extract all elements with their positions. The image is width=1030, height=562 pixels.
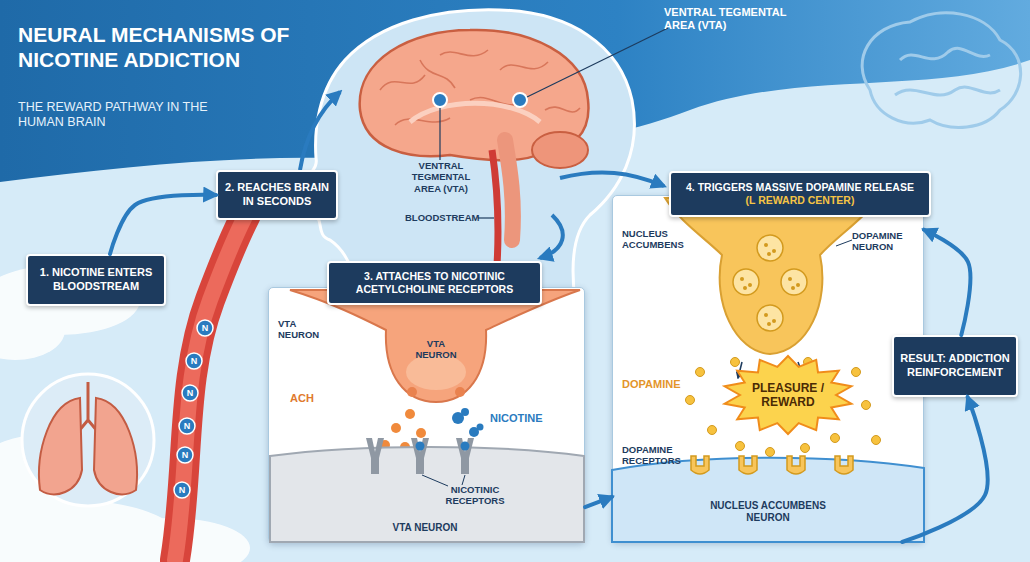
illustration-part xyxy=(177,447,193,463)
illustration-part xyxy=(545,107,580,112)
neuron-label: DOPAMINE NEURON xyxy=(852,230,920,253)
region-label: VENTRAL TEGMENTAL AREA (VTA) xyxy=(664,6,804,32)
molecule-letter: N xyxy=(179,418,195,434)
illustration-part xyxy=(527,28,668,97)
flow-arrow xyxy=(585,497,612,507)
molecule-letter: N xyxy=(177,447,193,463)
vessel-label: BLOODSTREAM xyxy=(405,212,485,223)
receptor-label: DOPAMINE RECEPTORS xyxy=(622,444,702,467)
diagram-subtitle: THE REWARD PATHWAY IN THE HUMAN BRAIN xyxy=(18,100,253,130)
region-label: VENTRAL TEGMENTAL AREA (VTA) xyxy=(398,160,484,194)
neuron-label: VTA NEURON xyxy=(406,338,466,361)
step-text: 3. ATTACHES TO NICOTINIC ACETYLCHOLINE R… xyxy=(334,270,535,296)
step-text: (L REWARD CENTER) xyxy=(746,194,855,207)
step-text: 2. REACHES BRAIN IN SECONDS xyxy=(224,181,330,209)
molecule-label: NICOTINE xyxy=(490,412,570,425)
illustration-part xyxy=(420,60,455,88)
illustration-part xyxy=(0,300,65,360)
illustration-part xyxy=(174,482,190,498)
step-header: 4. TRIGGERS MASSIVE DOPAMINE RELEASE(L R… xyxy=(669,171,931,217)
neuron-label: VTA NEURON xyxy=(360,522,490,534)
illustration-part xyxy=(862,13,1021,128)
illustration-part xyxy=(300,92,340,170)
head-silhouette xyxy=(303,10,634,300)
illustration-part xyxy=(380,75,425,90)
faint-brain-icon xyxy=(862,13,1021,128)
illustration-part xyxy=(395,118,450,125)
illustration-part xyxy=(505,140,513,240)
illustration-part xyxy=(175,205,250,560)
illustration-part xyxy=(532,132,588,168)
step-box: 2. REACHES BRAIN IN SECONDS xyxy=(216,170,338,220)
flow-arrow xyxy=(110,195,216,254)
molecule-label: ACH xyxy=(290,392,330,405)
illustration-part xyxy=(478,217,494,218)
illustration-part xyxy=(560,172,664,186)
step-text: RESULT: ADDICTION REINFORCEMENT xyxy=(900,352,1010,380)
leader-line xyxy=(440,28,668,218)
molecule-letter: N xyxy=(186,353,202,369)
flow-arrow xyxy=(924,230,970,335)
molecule-label: DOPAMINE xyxy=(622,378,702,391)
neuron-label: VTA NEURON xyxy=(278,318,324,341)
diagram-title: NEURAL MECHANISMS OF NICOTINE ADDICTION xyxy=(18,22,343,72)
illustration-part xyxy=(439,108,440,160)
illustration-part xyxy=(540,215,563,258)
illustration-part xyxy=(197,320,213,336)
brain-illustration xyxy=(360,30,589,280)
step-text: 4. TRIGGERS MASSIVE DOPAMINE RELEASE xyxy=(686,181,914,194)
receptor-label: NICOTINIC RECEPTORS xyxy=(430,484,520,507)
molecule-letter: N xyxy=(174,482,190,498)
illustration-part xyxy=(440,50,488,56)
step-header: 3. ATTACHES TO NICOTINIC ACETYLCHOLINE R… xyxy=(327,261,542,305)
starburst-outline xyxy=(725,356,852,434)
illustration-part xyxy=(175,205,250,560)
nicotine-molecule xyxy=(174,320,213,498)
reward-starburst: PLEASURE / REWARD xyxy=(723,356,853,434)
illustration-part xyxy=(380,50,580,125)
blood-vessel xyxy=(175,205,250,560)
molecule-letter: N xyxy=(197,320,213,336)
region-label: NUCLEUS ACCUMBENS xyxy=(622,228,702,251)
reward-text: PLEASURE / REWARD xyxy=(745,381,831,410)
illustration-part xyxy=(22,374,154,506)
illustration-part xyxy=(179,418,195,434)
illustration-part xyxy=(182,385,198,401)
flow-arrow xyxy=(300,92,664,258)
step-box: 1. NICOTINE ENTERS BLOODSTREAM xyxy=(26,254,166,306)
illustration-part xyxy=(39,398,82,494)
illustration-part xyxy=(433,93,447,107)
illustration-part xyxy=(500,62,548,70)
step-text: 1. NICOTINE ENTERS BLOODSTREAM xyxy=(34,266,158,294)
neuron-label: NUCLEUS ACCUMBENS NEURON xyxy=(703,500,833,524)
lungs-symbol xyxy=(22,374,154,506)
molecule-letter: N xyxy=(182,385,198,401)
illustration-part xyxy=(895,87,1000,95)
illustration-part xyxy=(94,398,137,494)
result-box: RESULT: ADDICTION REINFORCEMENT xyxy=(892,335,1018,397)
illustration-part xyxy=(513,93,527,107)
illustration-part xyxy=(900,48,990,60)
illustration-part xyxy=(186,353,202,369)
